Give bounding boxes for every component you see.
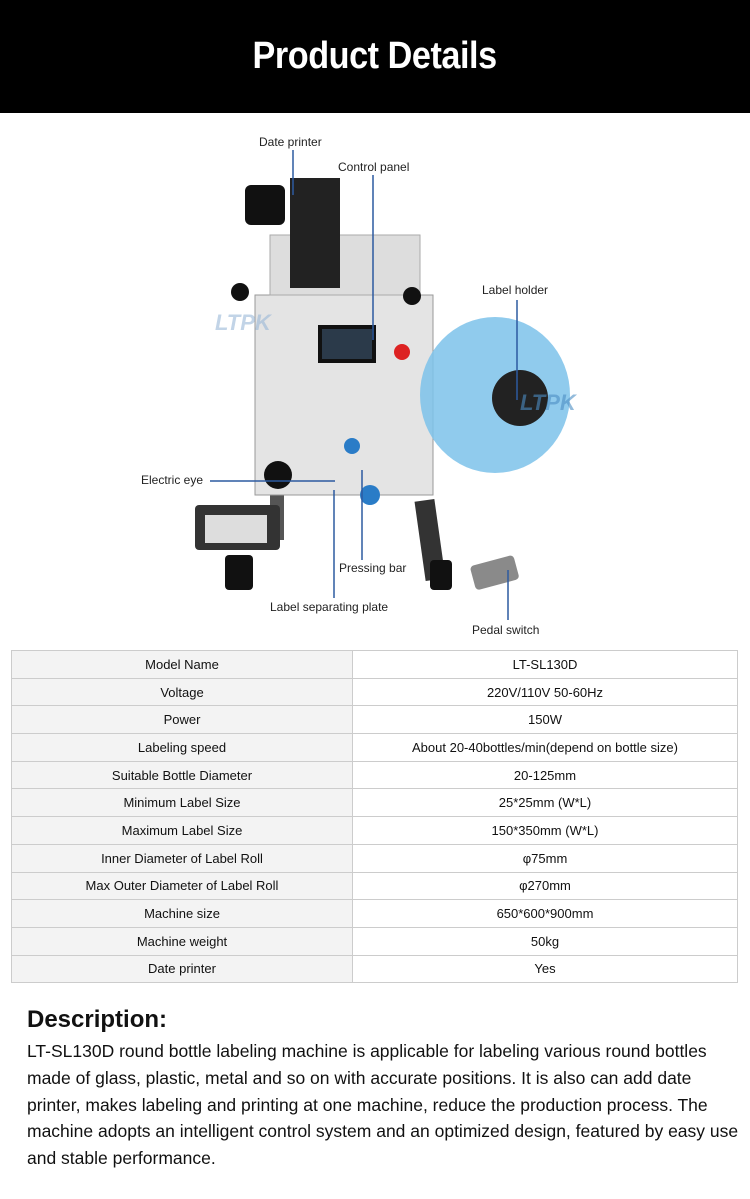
callout-label-separating-plate: Label separating plate xyxy=(270,600,389,614)
spec-value: Yes xyxy=(352,954,738,984)
spec-value: φ270mm xyxy=(352,871,738,901)
callout-pedal-switch: Pedal switch xyxy=(472,623,540,637)
spec-key: Maximum Label Size xyxy=(11,816,353,845)
spec-key: Voltage xyxy=(11,677,353,707)
spec-key: Max Outer Diameter of Label Roll xyxy=(11,871,353,901)
spec-key: Model Name xyxy=(11,650,353,679)
header-banner: Product Details xyxy=(0,0,750,113)
spec-value: LT-SL130D xyxy=(352,650,738,679)
description-title: Description: xyxy=(27,1006,168,1033)
spec-key: Minimum Label Size xyxy=(11,788,353,818)
spec-key: Machine weight xyxy=(11,926,353,956)
watermark-logo: LTPK xyxy=(520,390,578,415)
spec-value: 650*600*900mm xyxy=(352,899,738,928)
spec-value: φ75mm xyxy=(352,843,738,873)
machine-illustration: LTPK LTPK xyxy=(195,150,578,620)
callout-date-printer: Date printer xyxy=(259,135,322,149)
spec-value: About 20-40bottles/min(depend on bottle … xyxy=(352,733,738,762)
spec-key: Inner Diameter of Label Roll xyxy=(11,843,353,873)
spec-value: 220V/110V 50-60Hz xyxy=(352,677,738,707)
callout-label-holder: Label holder xyxy=(482,283,549,297)
spec-key: Labeling speed xyxy=(11,733,353,762)
watermark-logo: LTPK xyxy=(215,310,273,335)
callout-pressing-bar: Pressing bar xyxy=(339,561,407,575)
description-text: LT-SL130D round bottle labeling machine … xyxy=(27,1041,739,1169)
spec-value: 150W xyxy=(352,705,738,735)
spec-value: 25*25mm (W*L) xyxy=(352,788,738,818)
spec-key: Suitable Bottle Diameter xyxy=(11,760,353,790)
spec-key: Machine size xyxy=(11,899,353,928)
page-title: Product Details xyxy=(252,35,498,77)
machine-diagram: LTPK LTPK Date printer Control panel Lab… xyxy=(0,113,750,643)
spec-value: 20-125mm xyxy=(352,760,738,790)
spec-value: 50kg xyxy=(352,926,738,956)
spec-value: 150*350mm (W*L) xyxy=(352,816,738,845)
spec-key: Date printer xyxy=(11,954,353,984)
callout-control-panel: Control panel xyxy=(338,160,410,174)
spec-key: Power xyxy=(11,705,353,735)
callout-electric-eye: Electric eye xyxy=(141,473,204,487)
